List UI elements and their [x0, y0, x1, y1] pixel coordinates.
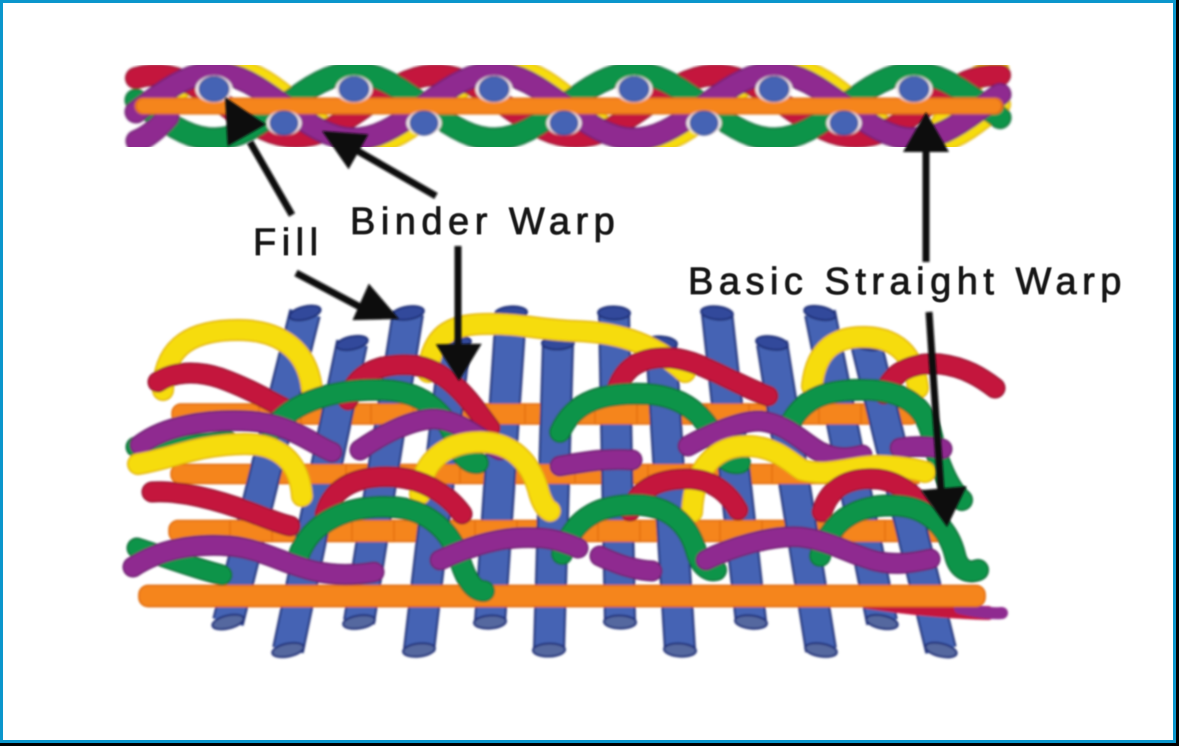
svg-text:Fill: Fill	[253, 222, 324, 264]
svg-text:Basic Straight Warp: Basic Straight Warp	[688, 261, 1127, 303]
svg-text:Binder Warp: Binder Warp	[350, 201, 620, 243]
